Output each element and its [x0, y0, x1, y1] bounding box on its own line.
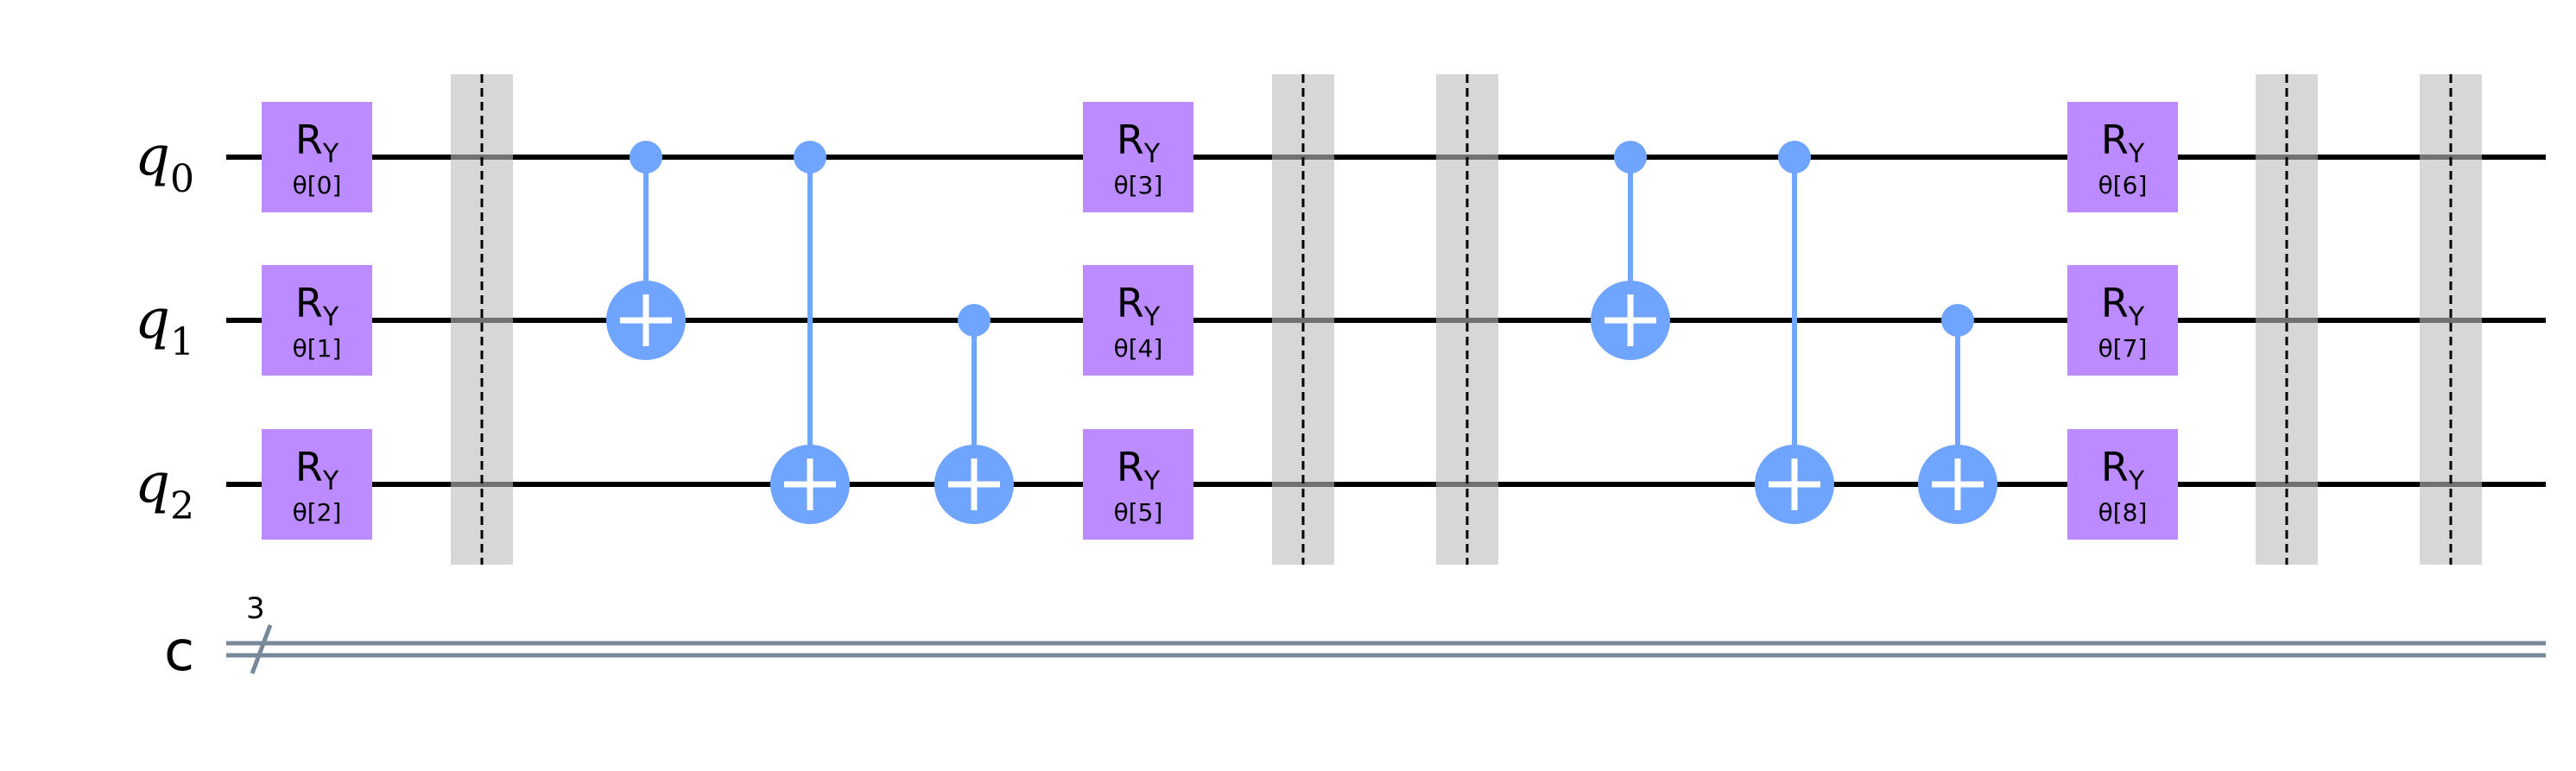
cx-control-dot [1614, 141, 1647, 174]
ry-gate-7: RYθ[7] [2067, 265, 2178, 376]
gate-parameter: θ[6] [2098, 171, 2148, 199]
gate-box [2067, 102, 2178, 212]
barrier-0 [451, 74, 513, 565]
qubit-label-q1: q1 [135, 288, 194, 364]
cx-gate-0 [606, 141, 686, 360]
gate-box [1083, 429, 1193, 540]
gate-box [262, 102, 372, 212]
ry-gate-0: RYθ[0] [262, 102, 372, 212]
gate-name: RY [2101, 280, 2145, 332]
barrier-4 [2420, 74, 2482, 565]
ry-gate-3: RYθ[3] [1083, 102, 1193, 212]
gate-parameter: θ[4] [1114, 334, 1163, 363]
ry-gate-6: RYθ[6] [2067, 102, 2178, 212]
gate-name: RY [295, 117, 339, 169]
barrier-2 [1436, 74, 1498, 565]
ry-gates: RYθ[0]RYθ[1]RYθ[2]RYθ[3]RYθ[4]RYθ[5]RYθ[… [262, 102, 2178, 540]
cx-gate-4 [1755, 141, 1834, 524]
gate-box [262, 265, 372, 376]
barrier-3 [2256, 74, 2318, 565]
gate-parameter: θ[0] [293, 171, 342, 199]
ry-gate-5: RYθ[5] [1083, 429, 1193, 540]
cx-gate-1 [770, 141, 850, 524]
gate-parameter: θ[5] [1114, 498, 1163, 527]
gate-name: RY [295, 444, 339, 496]
cx-gate-5 [1918, 304, 1997, 524]
cx-control-dot [630, 141, 662, 174]
gate-parameter: θ[3] [1114, 171, 1163, 199]
gate-name: RY [295, 280, 339, 332]
gate-box [262, 429, 372, 540]
gate-name: RY [1117, 117, 1161, 169]
cx-control-dot [1778, 141, 1811, 174]
gate-parameter: θ[7] [2098, 334, 2148, 363]
barriers [451, 74, 2482, 565]
gate-parameter: θ[1] [293, 334, 342, 363]
cx-control-dot [794, 141, 826, 174]
wires [226, 155, 2546, 674]
barrier-1 [1272, 74, 1334, 565]
gate-box [1083, 102, 1193, 212]
register-labels: q0 q1 q2 c 3 [135, 124, 265, 684]
classical-register-label: c [164, 620, 194, 684]
qubit-label-q2: q2 [135, 452, 194, 528]
cx-control-dot [1941, 304, 1974, 337]
gate-box [2067, 265, 2178, 376]
cx-control-dot [958, 304, 991, 337]
cx-gates [606, 141, 1997, 524]
gate-box [2067, 429, 2178, 540]
ry-gate-1: RYθ[1] [262, 265, 372, 376]
gate-name: RY [1117, 280, 1161, 332]
cx-gate-3 [1591, 141, 1670, 360]
gate-name: RY [2101, 117, 2145, 169]
gate-parameter: θ[8] [2098, 498, 2148, 527]
gate-name: RY [2101, 444, 2145, 496]
bus-size-label: 3 [246, 591, 265, 626]
cx-gate-2 [934, 304, 1014, 524]
ry-gate-4: RYθ[4] [1083, 265, 1193, 376]
bus-slash-mark [250, 624, 273, 674]
gate-name: RY [1117, 444, 1161, 496]
gate-parameter: θ[2] [293, 498, 342, 527]
ry-gate-2: RYθ[2] [262, 429, 372, 540]
gate-box [1083, 265, 1193, 376]
ry-gate-8: RYθ[8] [2067, 429, 2178, 540]
qubit-label-q0: q0 [135, 124, 194, 201]
